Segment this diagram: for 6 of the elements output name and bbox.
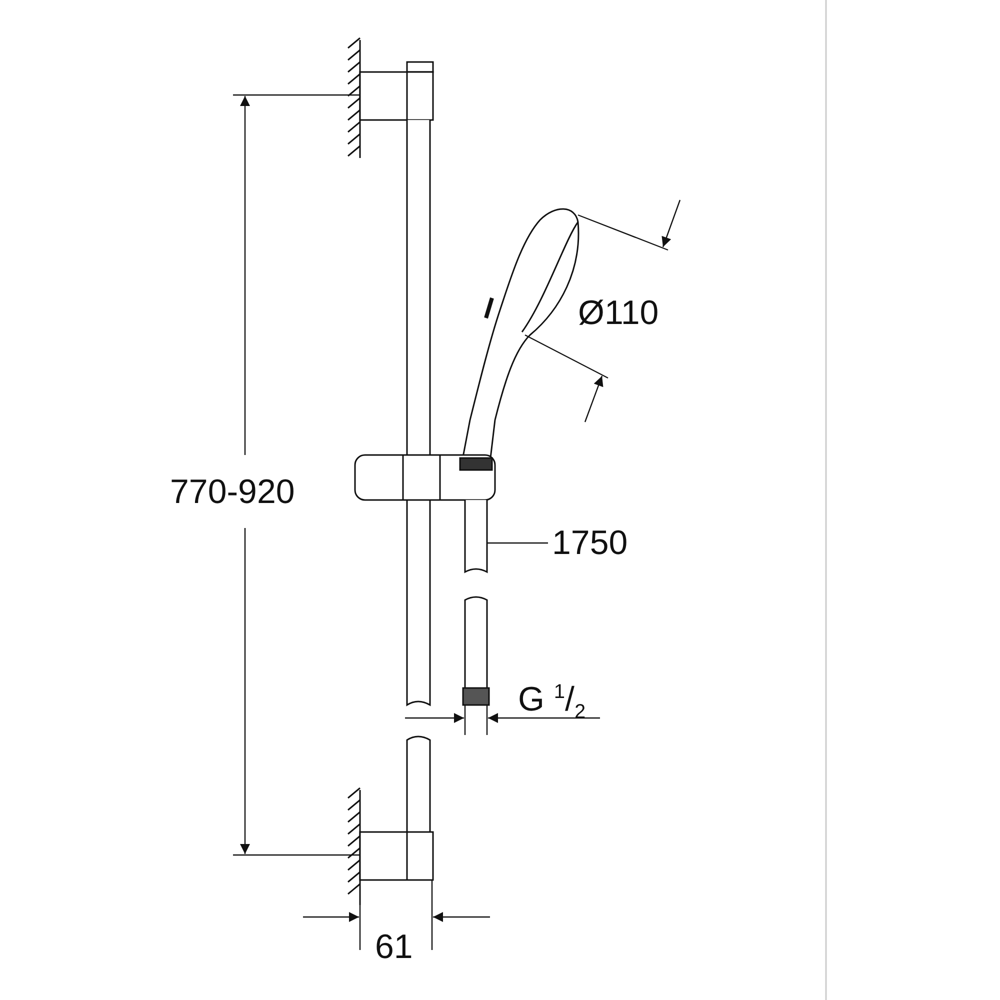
dimension-label: 770-920	[170, 475, 295, 509]
dimension-label: Ø110	[578, 296, 659, 330]
leader-line	[487, 542, 548, 544]
shower-hose	[462, 499, 490, 706]
dimension-label: 61	[375, 930, 413, 964]
hose-length-label: 1750	[552, 526, 628, 560]
